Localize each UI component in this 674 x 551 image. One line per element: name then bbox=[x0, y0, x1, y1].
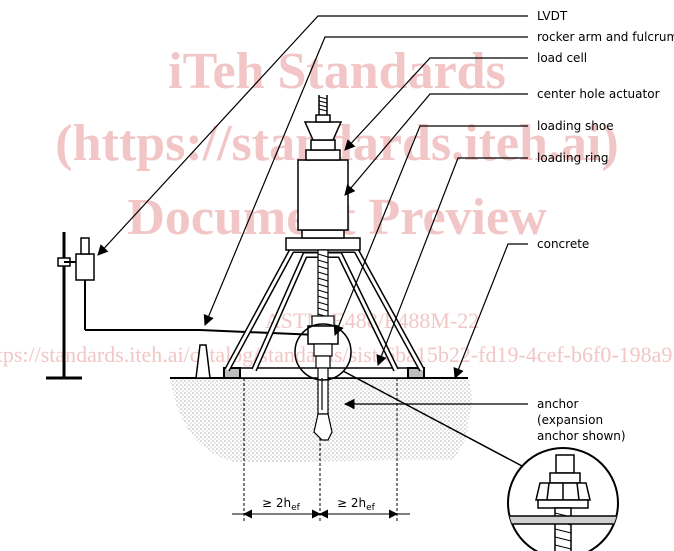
threaded-rod bbox=[307, 249, 339, 369]
svg-text:≥ 2hef: ≥ 2hef bbox=[262, 496, 301, 513]
detail-view bbox=[507, 447, 619, 551]
dimension-lines bbox=[232, 378, 410, 522]
leader-lines bbox=[97, 15, 528, 410]
label-anchor-type: (expansion bbox=[537, 413, 603, 427]
label-lvdt: LVDT bbox=[537, 9, 568, 23]
lvdt-stand bbox=[46, 232, 200, 380]
label-concrete: concrete bbox=[537, 237, 589, 251]
label-loading-shoe: loading shoe bbox=[537, 119, 614, 133]
rocker-fulcrum bbox=[195, 329, 319, 379]
dimension-label-left: ≥ 2hef bbox=[262, 496, 301, 513]
label-anchor-shown: anchor shown) bbox=[537, 429, 626, 443]
label-loading-ring: loading ring bbox=[537, 151, 609, 165]
detail-circle bbox=[294, 323, 352, 381]
labels: LVDT rocker arm and fulcrum load cell ce… bbox=[537, 9, 674, 443]
label-anchor: anchor bbox=[537, 397, 579, 411]
svg-text:≥ 2hef: ≥ 2hef bbox=[337, 496, 376, 513]
watermark-line-5: https://standards.iteh.ai/catalog/standa… bbox=[0, 342, 674, 367]
label-rocker-arm: rocker arm and fulcrum bbox=[537, 30, 674, 44]
watermark: iTeh Standards (https://standards.iteh.a… bbox=[0, 43, 674, 367]
watermark-line-1: iTeh Standards bbox=[168, 43, 506, 100]
dimension-label-right: ≥ 2hef bbox=[337, 496, 376, 513]
label-load-cell: load cell bbox=[537, 51, 587, 65]
label-actuator: center hole actuator bbox=[537, 87, 660, 101]
anchor bbox=[313, 367, 333, 441]
actuator-assembly bbox=[297, 95, 349, 239]
detail-connector bbox=[342, 370, 523, 467]
